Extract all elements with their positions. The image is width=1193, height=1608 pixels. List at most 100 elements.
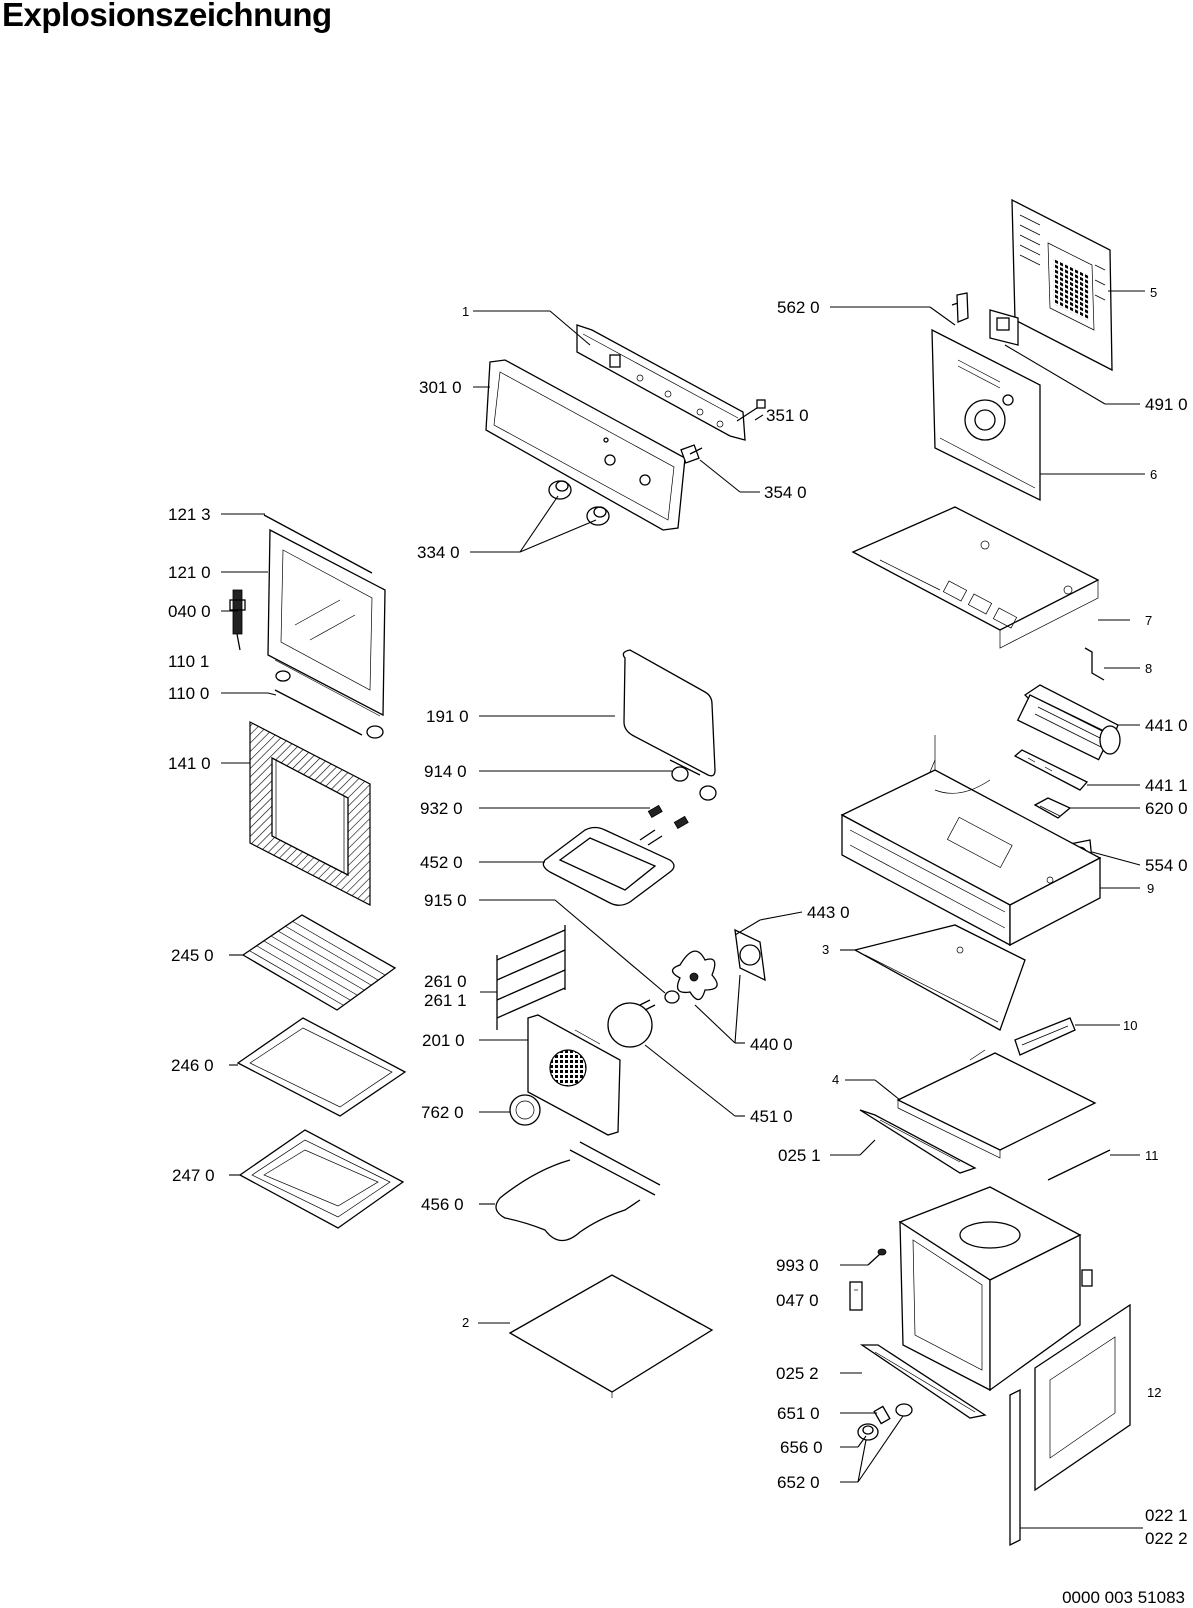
part-rod-11 bbox=[1047, 1149, 1111, 1181]
part-knob-shaft bbox=[680, 444, 703, 464]
label-441-1: 441 1 bbox=[1145, 776, 1188, 795]
part-oven-seal bbox=[622, 649, 716, 777]
label-245-0: 245 0 bbox=[171, 946, 214, 965]
label-914-0: 914 0 bbox=[424, 762, 467, 781]
label-047-0: 047 0 bbox=[776, 1291, 819, 1310]
label-301-0: 301 0 bbox=[419, 378, 462, 397]
part-feet bbox=[857, 1403, 913, 1441]
label-141-0: 141 0 bbox=[168, 754, 211, 773]
label-247-0: 247 0 bbox=[172, 1166, 215, 1185]
label-110-1: 110 1 bbox=[168, 652, 209, 671]
part-rear-cover bbox=[1011, 198, 1113, 372]
part-side-cover-12 bbox=[1034, 1303, 1131, 1492]
label-354-0: 354 0 bbox=[764, 483, 807, 502]
label-121-0: 121 0 bbox=[168, 563, 211, 582]
part-screw bbox=[867, 1248, 887, 1266]
label-191-0: 191 0 bbox=[426, 707, 469, 726]
label-620-0: 620 0 bbox=[1145, 799, 1188, 818]
label-2: 2 bbox=[462, 1315, 469, 1330]
part-convection-fan bbox=[664, 928, 766, 1004]
part-outer-door-glass bbox=[249, 721, 371, 906]
part-floor-panel bbox=[896, 1049, 1097, 1159]
label-351-0: 351 0 bbox=[766, 406, 809, 425]
label-652-0: 652 0 bbox=[777, 1473, 820, 1492]
label-932-0: 932 0 bbox=[420, 799, 463, 818]
part-oven-cavity bbox=[898, 1186, 1093, 1392]
part-top-cover bbox=[851, 506, 1100, 649]
label-3: 3 bbox=[822, 942, 829, 957]
part-wire-rack bbox=[241, 914, 397, 1011]
part-small-bracket bbox=[1084, 647, 1105, 681]
part-control-knobs bbox=[548, 480, 610, 526]
label-562-0: 562 0 bbox=[777, 298, 820, 317]
label-9: 9 bbox=[1147, 881, 1154, 896]
label-022-2: 022 2 bbox=[1145, 1529, 1188, 1548]
label-993-0: 993 0 bbox=[776, 1256, 819, 1275]
label-025-1: 025 1 bbox=[778, 1146, 821, 1165]
label-491-0: 491 0 bbox=[1145, 395, 1188, 414]
label-656-0: 656 0 bbox=[780, 1438, 823, 1457]
part-bottom-panel bbox=[508, 1274, 714, 1398]
label-1: 1 bbox=[462, 304, 469, 319]
part-hinge bbox=[229, 589, 246, 651]
label-12: 12 bbox=[1147, 1385, 1161, 1400]
part-control-panel bbox=[485, 359, 686, 531]
label-025-2: 025 2 bbox=[776, 1364, 819, 1383]
label-5: 5 bbox=[1150, 285, 1157, 300]
part-rail-025-2 bbox=[859, 1344, 987, 1419]
part-control-bracket bbox=[576, 324, 746, 441]
part-inner-door bbox=[267, 528, 386, 717]
part-switch bbox=[736, 399, 766, 422]
page-title: Explosionszeichnung bbox=[2, 0, 332, 33]
part-back-wall bbox=[931, 328, 1041, 502]
document-number: 0000 003 51083 bbox=[1062, 1588, 1185, 1607]
leader-lines bbox=[221, 290, 1145, 1529]
part-clip bbox=[951, 292, 969, 323]
part-vertical-strip bbox=[1009, 1388, 1021, 1547]
part-bracket-10 bbox=[1014, 1017, 1076, 1056]
part-fan-cover bbox=[527, 1014, 621, 1136]
part-bottom-element bbox=[495, 1141, 661, 1242]
label-443-0: 443 0 bbox=[807, 903, 850, 922]
part-latch-clip bbox=[849, 1281, 863, 1311]
label-201-0: 201 0 bbox=[422, 1031, 465, 1050]
label-261-0: 261 0 bbox=[424, 972, 467, 991]
part-door-hinge-bracket bbox=[274, 670, 384, 739]
part-side-panel-3 bbox=[853, 924, 1026, 1031]
label-451-0: 451 0 bbox=[750, 1107, 793, 1126]
part-deep-tray bbox=[238, 1129, 405, 1229]
label-554-0: 554 0 bbox=[1145, 856, 1188, 875]
label-6: 6 bbox=[1150, 467, 1157, 482]
label-452-0: 452 0 bbox=[420, 853, 463, 872]
part-rail-025-1 bbox=[859, 1109, 977, 1174]
label-915-0: 915 0 bbox=[424, 891, 467, 910]
label-040-0: 040 0 bbox=[168, 602, 211, 621]
label-11: 11 bbox=[1145, 1148, 1159, 1163]
label-440-0: 440 0 bbox=[750, 1035, 793, 1054]
callout-labels: 1 301 0 351 0 354 0 334 0 562 0 5 491 0 … bbox=[168, 285, 1188, 1548]
part-lamp-cover bbox=[509, 1094, 541, 1126]
part-chassis-frame bbox=[840, 735, 1102, 947]
label-4: 4 bbox=[832, 1072, 839, 1087]
label-121-3: 121 3 bbox=[168, 505, 211, 524]
label-334-0: 334 0 bbox=[417, 543, 460, 562]
part-lamp bbox=[647, 766, 717, 830]
part-door-trim bbox=[263, 514, 373, 574]
part-baking-tray bbox=[236, 1017, 407, 1117]
label-651-0: 651 0 bbox=[777, 1404, 820, 1423]
label-7: 7 bbox=[1145, 613, 1152, 628]
part-thermostat bbox=[989, 309, 1019, 346]
part-tangential-fan bbox=[1013, 684, 1121, 791]
label-110-0: 110 0 bbox=[168, 684, 209, 703]
part-ring-element bbox=[607, 999, 656, 1048]
part-side-rails bbox=[496, 925, 566, 1030]
label-022-1: 022 1 bbox=[1145, 1506, 1188, 1525]
label-441-0: 441 0 bbox=[1145, 716, 1188, 735]
label-10: 10 bbox=[1123, 1018, 1137, 1033]
label-246-0: 246 0 bbox=[171, 1056, 214, 1075]
label-762-0: 762 0 bbox=[421, 1103, 464, 1122]
part-grill-element bbox=[542, 826, 675, 906]
label-456-0: 456 0 bbox=[421, 1195, 464, 1214]
label-8: 8 bbox=[1145, 661, 1152, 676]
